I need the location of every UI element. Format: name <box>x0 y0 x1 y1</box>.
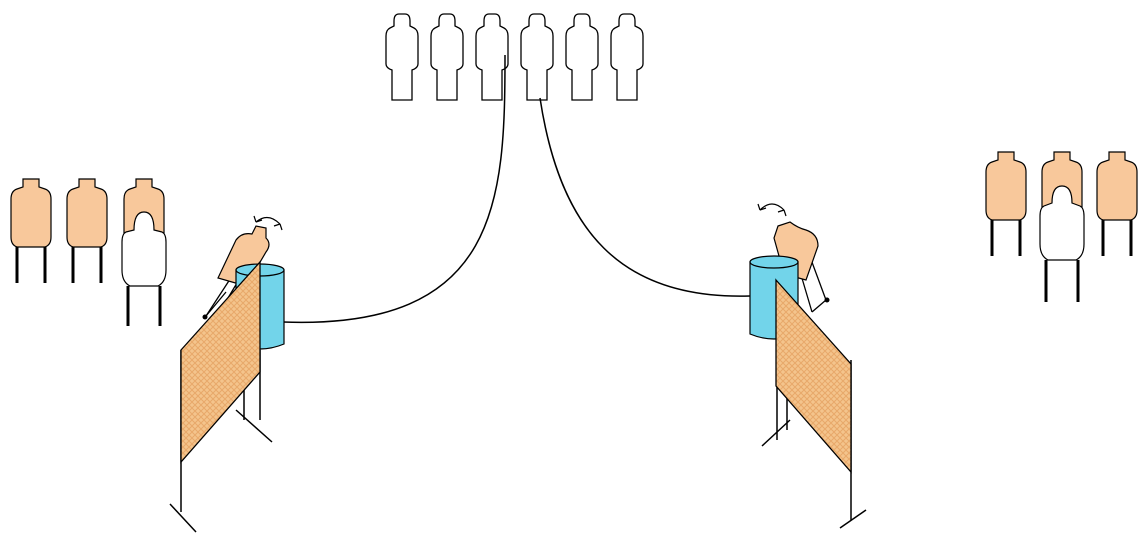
right-wall <box>775 278 867 529</box>
top-no-shoot-row <box>385 13 644 101</box>
no-shoot-overlay <box>121 211 167 287</box>
no-shoot-silhouette <box>565 13 599 101</box>
paper-target-with-no-shoot <box>121 177 167 326</box>
cable-right <box>539 97 751 297</box>
no-shoot-silhouette <box>385 13 419 101</box>
no-shoot-silhouette <box>430 13 464 101</box>
no-shoot-silhouette <box>610 13 644 101</box>
left-wall <box>169 260 261 533</box>
right-swinger <box>749 203 830 447</box>
paper-target-with-no-shoot <box>1039 150 1085 302</box>
paper-target <box>984 150 1028 258</box>
no-shoot-silhouette <box>475 13 509 101</box>
rotate-arrows-icon <box>757 203 787 217</box>
no-shoot-silhouette <box>520 13 554 101</box>
swinging-target <box>217 225 270 287</box>
paper-target <box>1095 150 1139 258</box>
paper-target <box>65 177 109 285</box>
left-target-array <box>9 177 167 326</box>
right-target-array <box>984 150 1139 302</box>
cable-left <box>282 54 506 324</box>
no-shoot-overlay <box>1039 185 1085 261</box>
paper-target <box>9 177 53 285</box>
rotate-arrows-icon <box>253 215 283 231</box>
